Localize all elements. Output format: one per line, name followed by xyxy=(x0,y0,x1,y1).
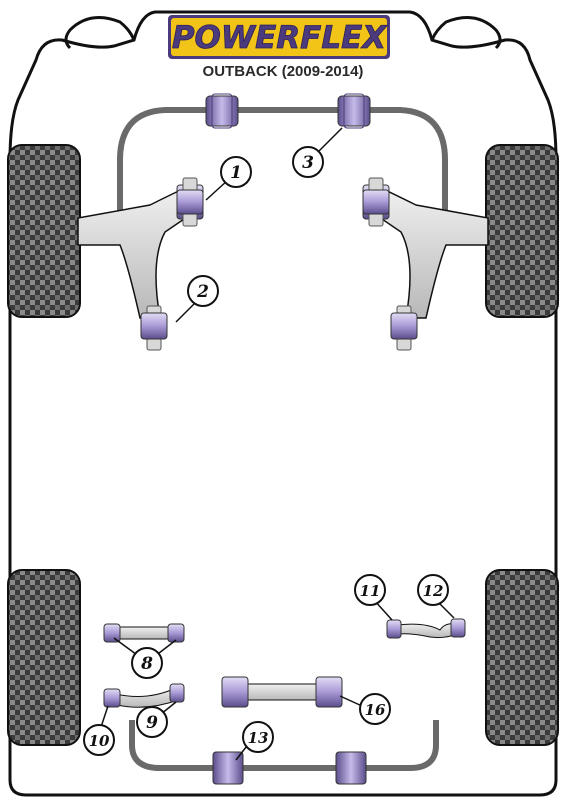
front-arm-front-bush-left xyxy=(176,177,204,227)
callout-number-13: 13 xyxy=(248,729,269,747)
callout-circle-16 xyxy=(359,693,391,725)
front-arm-front-bush-right xyxy=(362,177,390,227)
callout-circle-2 xyxy=(187,275,219,307)
callout-number-12: 12 xyxy=(423,582,444,600)
front-arm-rear-bush-left xyxy=(140,305,168,351)
front-right-tyre xyxy=(485,144,559,318)
leader-lines xyxy=(99,127,455,761)
car-body-outline xyxy=(8,10,558,797)
rear-anti-roll-bar-bush-right xyxy=(335,751,367,785)
callout-number-11: 11 xyxy=(360,582,381,600)
front-right-lower-arm xyxy=(375,186,489,319)
front-arm-rear-bush-right xyxy=(390,305,418,351)
callout-circle-8 xyxy=(131,647,163,679)
callout-number-10: 10 xyxy=(89,732,110,750)
callout-number-16: 16 xyxy=(365,701,386,719)
front-anti-roll-bar-bush-right xyxy=(337,93,371,129)
callout-circle-1 xyxy=(220,156,252,188)
rear-trailing-link-right xyxy=(386,618,466,639)
callout-number-8: 8 xyxy=(140,654,153,674)
rear-left-tyre xyxy=(7,569,81,746)
rear-anti-roll-bar xyxy=(129,720,439,771)
callout-circle-12 xyxy=(417,574,449,606)
brand-name: POWERFLEX xyxy=(172,20,388,56)
callout-circle-3 xyxy=(292,146,324,178)
callout-circle-9 xyxy=(136,706,168,738)
callout-number-2: 2 xyxy=(196,282,209,302)
front-left-lower-arm xyxy=(77,186,191,319)
rear-subframe-bar xyxy=(221,676,343,708)
vehicle-model: OUTBACK (2009-2014) xyxy=(203,63,364,80)
rear-right-tyre xyxy=(485,569,559,746)
callout-circle-13 xyxy=(242,721,274,753)
front-anti-roll-bar xyxy=(117,107,448,215)
rear-anti-roll-bar-bush-left xyxy=(212,751,244,785)
callout-number-1: 1 xyxy=(230,163,242,183)
callout-circle-10 xyxy=(83,724,115,756)
callout-number-9: 9 xyxy=(146,713,158,733)
rear-upper-link-left xyxy=(103,623,185,643)
front-left-tyre xyxy=(7,144,81,318)
windscreen-right xyxy=(430,16,502,50)
callout-number-3: 3 xyxy=(302,153,314,173)
windscreen-left xyxy=(64,16,136,50)
front-anti-roll-bar-bush-left xyxy=(205,93,239,129)
brand-logo: POWERFLEX xyxy=(168,15,390,59)
callout-circle-11 xyxy=(354,574,386,606)
rear-lower-link-left xyxy=(103,683,185,708)
